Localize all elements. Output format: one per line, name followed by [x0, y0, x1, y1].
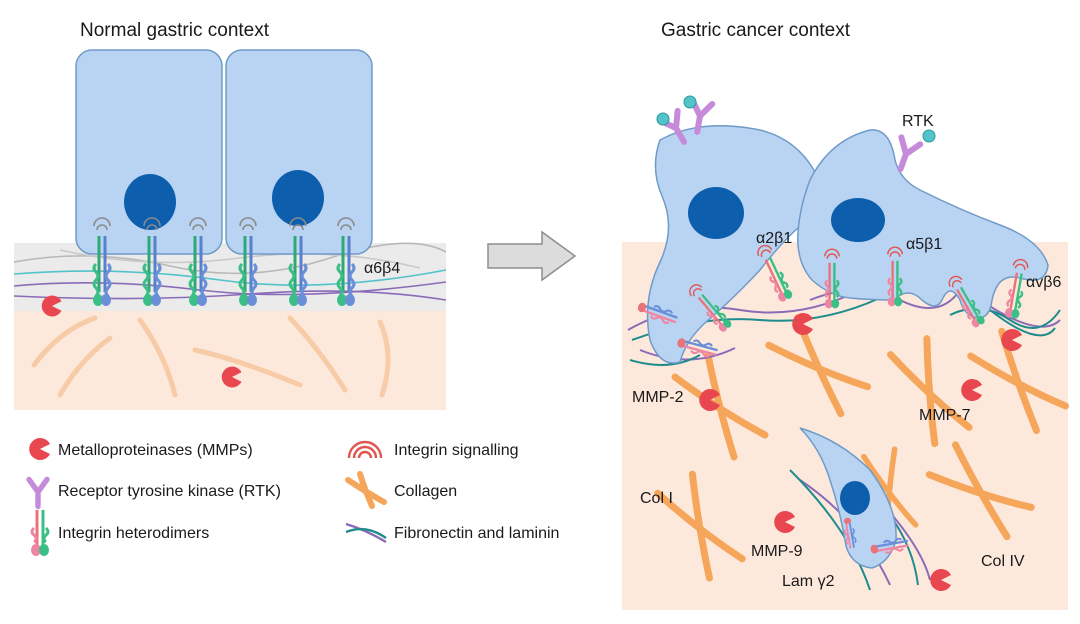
legend-rtk-icon: [29, 479, 47, 506]
legend-mmp-icon: [29, 438, 50, 460]
label-a2b1: α2β1: [756, 230, 792, 247]
label-mmp2: MMP-2: [632, 389, 684, 406]
label-col1: Col I: [640, 490, 673, 507]
legend-fibronectin-label: Fibronectin and laminin: [394, 525, 559, 542]
normal-epithelial-cell-2: [225, 49, 373, 255]
legend: Metalloproteinases (MMPs) Receptor tyros…: [29, 438, 559, 556]
label-a5b1: α5β1: [906, 236, 942, 253]
ligand-2: [683, 95, 697, 109]
legend-mmp-label: Metalloproteinases (MMPs): [58, 442, 253, 459]
transition-arrow: [487, 230, 577, 282]
label-mmp7: MMP-7: [919, 407, 971, 424]
ligand-3: [922, 129, 936, 143]
tumor-nucleus-1: [688, 187, 744, 239]
normal-panel: Normal gastric context α6β4: [13, 20, 447, 410]
legend-fibronectin-icon: [345, 522, 387, 544]
legend-collagen-icon: [345, 471, 387, 509]
label-a6b4: α6β4: [364, 260, 400, 277]
legend-integrin-icon: [30, 510, 50, 556]
label-col4: Col IV: [981, 553, 1025, 570]
tumor-cell-1: [646, 125, 820, 364]
normal-nucleus-2: [272, 170, 324, 226]
ligand-1: [656, 112, 670, 126]
migrating-nucleus: [840, 481, 870, 515]
legend-signalling-label: Integrin signalling: [394, 442, 519, 459]
legend-signalling-icon: [347, 440, 383, 459]
cancer-panel: Gastric cancer context RTK α2β1 α5β1 αvβ…: [622, 20, 1068, 610]
legend-collagen-label: Collagen: [394, 483, 457, 500]
label-mmp9: MMP-9: [751, 543, 803, 560]
label-avb6: αvβ6: [1026, 274, 1061, 291]
label-lamg2: Lam γ2: [782, 573, 835, 590]
normal-panel-title: Normal gastric context: [80, 20, 270, 41]
tumor-nucleus-2: [831, 198, 885, 242]
legend-rtk-label: Receptor tyrosine kinase (RTK): [58, 483, 281, 500]
cancer-panel-title: Gastric cancer context: [661, 20, 851, 41]
normal-nucleus-1: [124, 174, 176, 230]
legend-integrin-label: Integrin heterodimers: [58, 525, 209, 542]
normal-stromal-collagen: [31, 315, 391, 398]
label-rtk: RTK: [902, 113, 934, 130]
